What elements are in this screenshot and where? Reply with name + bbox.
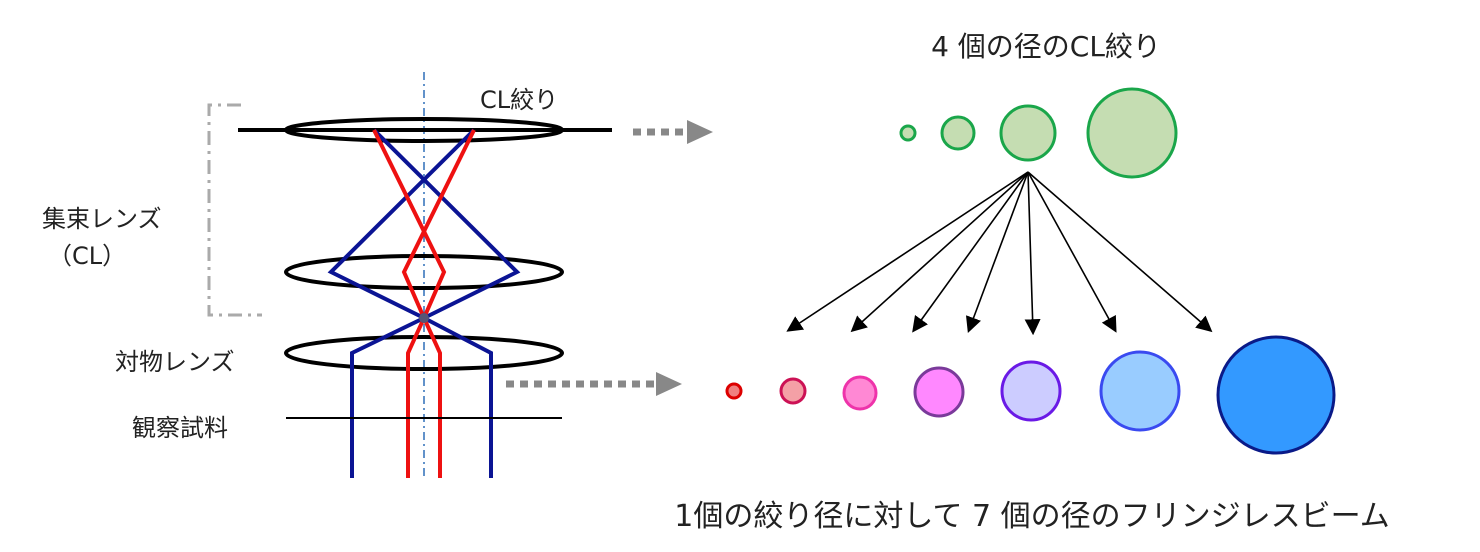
condenser-lens-bracket (207, 103, 262, 317)
arrow-to-beam-5 (1024, 171, 1041, 336)
objective-lens (284, 335, 564, 371)
specimen-label: 観察試料 (132, 414, 228, 442)
arrow-to-beam-4 (965, 171, 1029, 333)
aperture-1 (899, 124, 917, 142)
arrow-to-beam-1 (786, 171, 1029, 332)
beam-caption: 1個の絞り径に対して 7 個の径のフリンジレスビーム (674, 499, 1389, 534)
beam-arrows (786, 171, 1213, 336)
blue-ray-right (327, 128, 493, 478)
aperture-set (899, 87, 1178, 179)
focus-point (419, 313, 429, 323)
aperture-4 (1086, 87, 1178, 179)
aperture-2 (940, 115, 976, 151)
beam-3 (842, 375, 878, 411)
cl-aperture-label: CL絞り (480, 86, 558, 114)
red-ray-left (372, 129, 447, 478)
beam-6 (1099, 350, 1181, 432)
arrow-to-beam-3 (912, 171, 1029, 333)
beam-7 (1216, 335, 1336, 455)
beam-4 (913, 366, 965, 418)
beam-5 (1000, 360, 1062, 422)
aperture-3 (999, 104, 1057, 162)
condenser-lens-label: 集束レンズ (42, 205, 162, 233)
beam-1 (725, 382, 743, 400)
condenser-lens-abbr-label: （CL） (48, 242, 126, 270)
objective-lens-label: 対物レンズ (115, 348, 235, 376)
condenser-lens-lower (284, 254, 564, 290)
condenser-lens-upper (284, 117, 564, 143)
arrow-to-beam-6 (1027, 171, 1117, 333)
dashed-arrow-to-beams (506, 372, 682, 396)
aperture-title: 4 個の径のCL絞り (931, 30, 1161, 63)
beam-set (725, 335, 1336, 455)
arrow-to-beam-2 (850, 171, 1029, 333)
arrow-to-beam-7 (1027, 171, 1213, 333)
dashed-arrow-to-apertures (633, 120, 713, 144)
beam-2 (779, 377, 807, 405)
red-ray-right (401, 129, 476, 478)
